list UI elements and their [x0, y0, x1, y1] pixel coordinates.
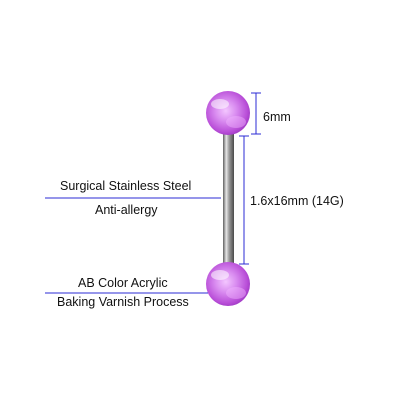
barbell-bar	[223, 130, 234, 265]
bar-size-dimension	[239, 135, 249, 265]
ball-size-label: 6mm	[263, 110, 291, 124]
acrylic-material-label: AB Color Acrylic	[78, 276, 168, 290]
steel-material-label: Surgical Stainless Steel	[60, 179, 192, 193]
anti-allergy-label: Anti-allergy	[95, 203, 158, 217]
bottom-ball	[206, 262, 250, 306]
top-ball	[206, 91, 250, 135]
varnish-process-label: Baking Varnish Process	[57, 295, 189, 309]
bar-size-label: 1.6x16mm (14G)	[250, 194, 344, 208]
ball-size-dimension	[251, 92, 261, 135]
